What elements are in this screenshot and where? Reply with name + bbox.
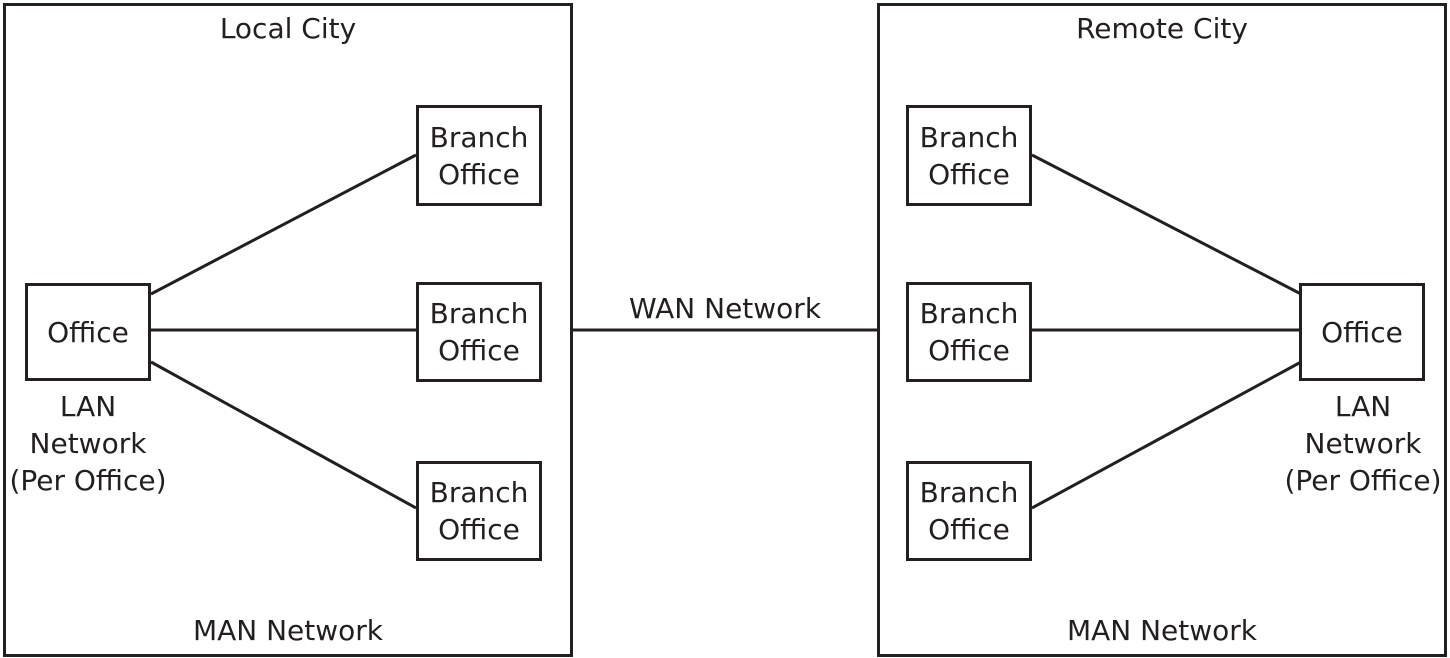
remote-lan-caption: LAN Network (Per Office): [1280, 388, 1446, 499]
local-office-node: Office: [25, 283, 151, 381]
local-branch-3-line-1: Branch: [429, 476, 529, 509]
wan-network-label: WAN Network: [628, 292, 822, 325]
local-branch-1-line-1: Branch: [429, 120, 529, 154]
remote-branch-office-2: Branch Office: [906, 282, 1032, 382]
local-lan-line-1: LAN: [59, 390, 117, 423]
local-branch-3-line-2: Office: [438, 513, 520, 546]
local-branch-2-line-1: Branch: [429, 297, 529, 330]
local-city-title: Local City: [219, 12, 357, 45]
local-office-label: Office: [47, 315, 129, 349]
local-man-network-label: MAN Network: [192, 614, 384, 647]
remote-branch-office-1: Branch Office: [906, 105, 1032, 206]
local-branch-1-line-2: Office: [438, 157, 520, 191]
remote-branch-3-line-1: Branch: [919, 476, 1019, 509]
local-branch-office-3: Branch Office: [416, 461, 542, 561]
local-branch-office-2: Branch Office: [416, 282, 542, 382]
remote-office-label: Office: [1321, 315, 1403, 349]
remote-branch-2-line-1: Branch: [919, 297, 1019, 330]
link-remote-branch-1-office: [1031, 153, 1302, 296]
remote-man-network-label: MAN Network: [1066, 614, 1258, 647]
remote-branch-1-line-1: Branch: [919, 120, 1019, 154]
remote-branch-2-line-2: Office: [928, 334, 1010, 367]
remote-office-node: Office: [1299, 283, 1425, 381]
remote-lan-line-3: (Per Office): [1284, 464, 1442, 497]
local-city-box: [3, 3, 573, 657]
local-lan-line-2: Network: [29, 427, 147, 460]
local-lan-line-3: (Per Office): [9, 464, 167, 497]
remote-branch-3-line-2: Office: [928, 513, 1010, 546]
remote-lan-line-2: Network: [1304, 427, 1422, 460]
remote-city-title: Remote City: [1076, 12, 1248, 45]
local-branch-2-line-2: Office: [438, 334, 520, 367]
local-lan-caption: LAN Network (Per Office): [0, 388, 176, 499]
link-remote-branch-3-office: [1031, 360, 1302, 510]
remote-city-box: [877, 3, 1447, 657]
link-local-office-branch-3: [150, 360, 417, 510]
remote-lan-line-1: LAN: [1334, 390, 1392, 423]
remote-branch-1-line-2: Office: [928, 157, 1010, 191]
local-branch-office-1: Branch Office: [416, 105, 542, 206]
link-local-office-branch-1: [150, 153, 417, 296]
remote-branch-office-3: Branch Office: [906, 461, 1032, 561]
